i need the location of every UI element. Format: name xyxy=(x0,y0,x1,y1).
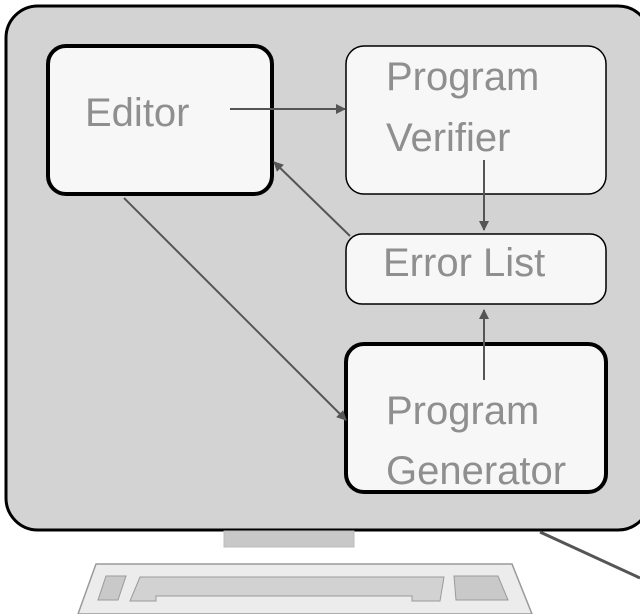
program-verifier-label-line-1: Program xyxy=(386,55,539,99)
editor-box xyxy=(46,44,274,196)
keyboard xyxy=(77,563,533,614)
program-generator-label-line-2: Generator xyxy=(386,449,566,493)
error-list-node: Error List xyxy=(345,233,607,305)
editor-label: Editor xyxy=(85,91,190,135)
arrow-editor-to-generator xyxy=(123,197,347,421)
editor-node: Editor xyxy=(46,44,274,196)
error-list-label: Error List xyxy=(383,241,545,285)
keyboard-main-keys xyxy=(129,576,445,602)
monitor-cable xyxy=(539,530,640,580)
program-generator-label-line-1: Program xyxy=(386,389,539,433)
arrow-error-list-to-editor xyxy=(273,161,351,237)
monitor-stand xyxy=(223,530,355,548)
keyboard-right-keys xyxy=(453,575,509,601)
program-verifier-node: Program Verifier xyxy=(345,45,607,195)
keyboard-left-key xyxy=(97,575,127,601)
program-generator-node: Program Generator xyxy=(344,342,608,494)
error-list-box xyxy=(345,233,607,305)
program-verifier-label-line-2: Verifier xyxy=(386,116,511,160)
program-verifier-box xyxy=(345,45,607,195)
